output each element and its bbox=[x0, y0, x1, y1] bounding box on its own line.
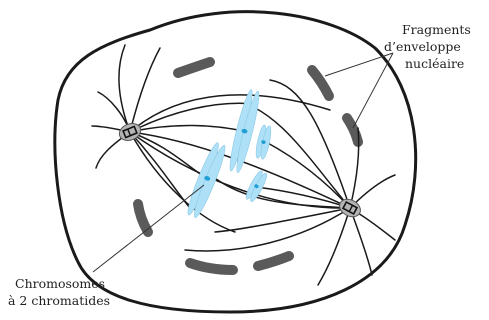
envelope-fragment bbox=[138, 204, 148, 232]
label-fragments-line1: Fragments bbox=[402, 22, 471, 37]
envelope-fragment bbox=[312, 70, 329, 96]
label-fragments-line2: d’enveloppe bbox=[384, 39, 461, 54]
envelope-fragment bbox=[178, 62, 210, 73]
chromosome bbox=[184, 141, 229, 220]
label-chromosomes-line1: Chromosomes bbox=[15, 276, 105, 291]
envelope-fragment bbox=[190, 263, 233, 270]
chromosome bbox=[227, 88, 263, 173]
label-chromosomes-line2: à 2 chromatides bbox=[8, 293, 110, 308]
label-fragments-line3: nucléaire bbox=[405, 56, 464, 71]
spindle-fibers bbox=[92, 45, 395, 285]
chromosome bbox=[254, 124, 273, 160]
envelope-fragment bbox=[258, 256, 289, 266]
